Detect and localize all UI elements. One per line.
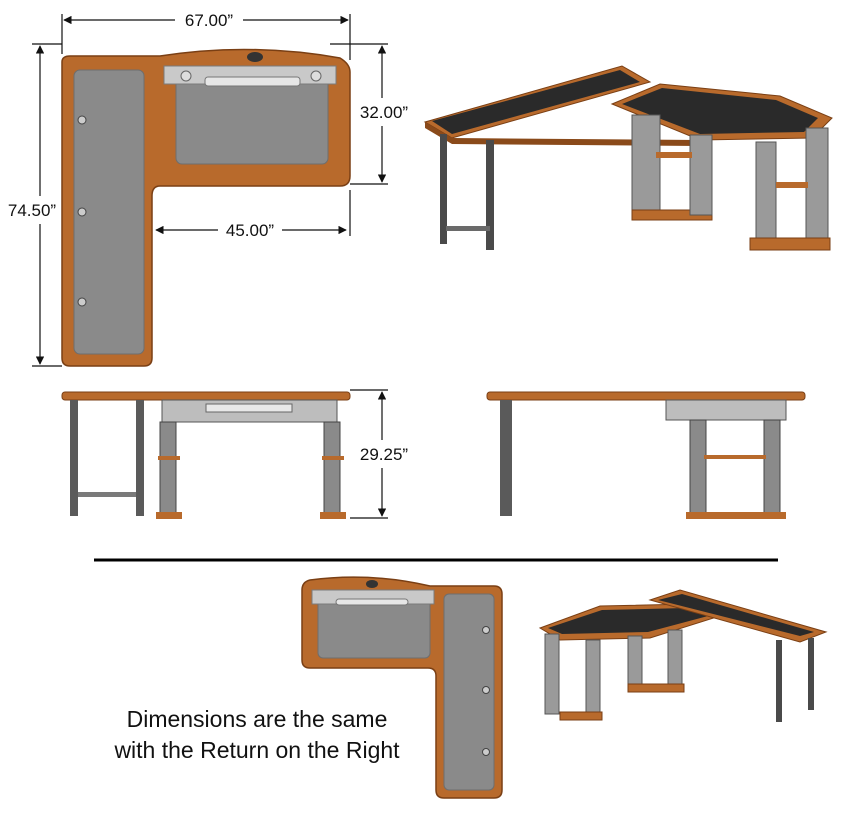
caption-line-1: Dimensions are the same bbox=[126, 706, 388, 732]
caption: Dimensions are the same with the Return … bbox=[92, 704, 422, 766]
plan-view-left bbox=[61, 48, 351, 367]
inner-width-label: 45.00” bbox=[226, 221, 275, 240]
overall-width-label: 67.00” bbox=[185, 11, 234, 30]
isometric-view-bottom bbox=[538, 589, 828, 722]
caption-line-2: with the Return on the Right bbox=[114, 737, 400, 763]
height-label: 29.25” bbox=[360, 445, 409, 464]
main-depth-label: 32.00” bbox=[360, 103, 409, 122]
side-elevation bbox=[486, 391, 806, 519]
isometric-view-right bbox=[423, 65, 833, 251]
overall-length-label: 74.50” bbox=[8, 201, 57, 220]
front-elevation bbox=[61, 391, 351, 519]
plan-view-right bbox=[301, 576, 503, 799]
dimension-lines bbox=[32, 14, 388, 519]
